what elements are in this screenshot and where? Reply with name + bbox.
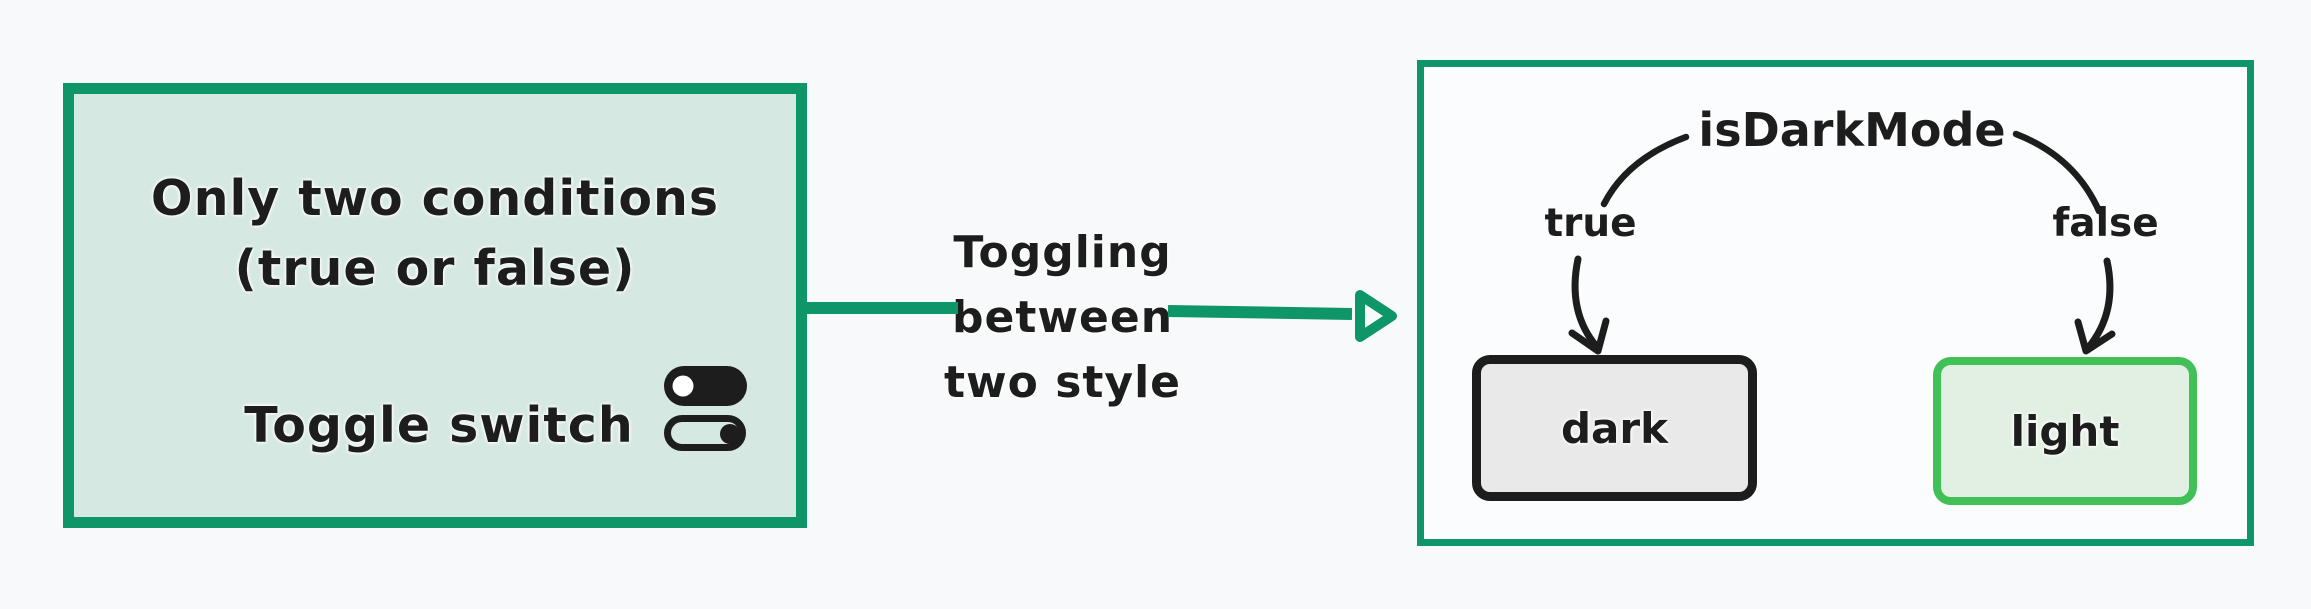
- conditions-heading-line2: (true or false): [234, 240, 636, 297]
- conditions-heading-line1: Only two conditions: [150, 170, 720, 227]
- conditions-heading: Only two conditions (true or false): [74, 164, 796, 304]
- branch-label-false: false: [2052, 201, 2159, 246]
- node-dark: dark: [1472, 355, 1757, 501]
- connector-arrowhead-icon: [1355, 290, 1397, 342]
- toggle-switch-label: Toggle switch: [244, 397, 634, 454]
- connector-label: Toggling between two style: [930, 220, 1195, 415]
- branch-label-true: true: [1544, 201, 1637, 246]
- connector-line-right: [1167, 305, 1353, 320]
- toggle-off-knob: [720, 424, 740, 444]
- connector-label-line1: Toggling: [953, 227, 1172, 278]
- conditions-box: [63, 83, 807, 528]
- toggle-off-icon: [664, 415, 746, 451]
- toggle-switch-icon: [664, 366, 747, 451]
- node-light-label: light: [2010, 406, 2120, 456]
- node-dark-label: dark: [1560, 403, 1669, 453]
- connector-label-line2: between: [951, 292, 1174, 343]
- connector-label-line3: two style: [943, 357, 1182, 408]
- toggle-on-knob: [672, 375, 694, 397]
- is-dark-mode-title: isDarkMode: [1698, 103, 2006, 157]
- node-light: light: [1933, 357, 2197, 505]
